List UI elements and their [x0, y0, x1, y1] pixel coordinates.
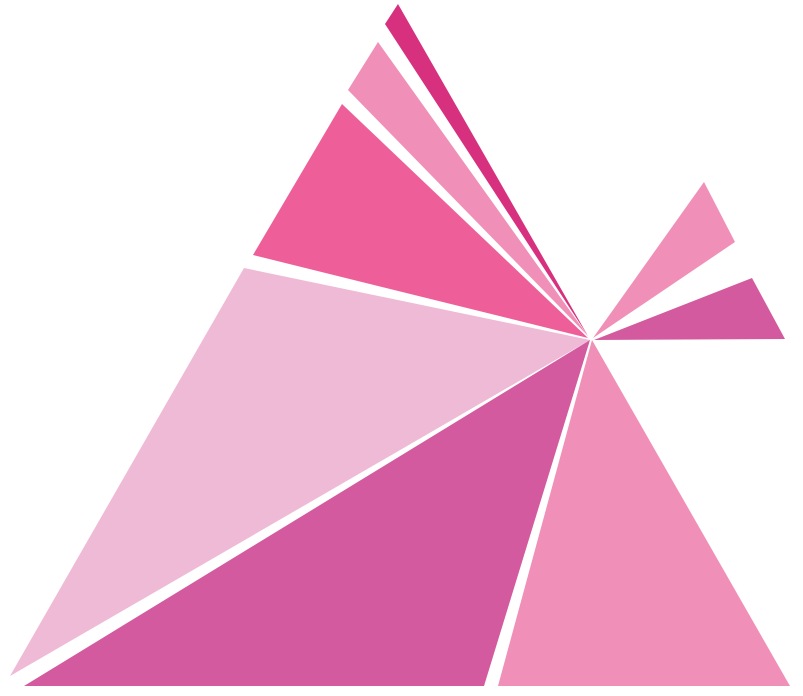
right-light-pyramid-shard [498, 340, 790, 686]
large-magenta-bottom-shard [24, 340, 590, 686]
upper-light-shard [348, 42, 588, 336]
large-pale-left-shard [10, 268, 590, 676]
upper-hot-pink-shard [253, 104, 588, 338]
small-right-lower-shard [594, 278, 785, 340]
top-sliver-shard [385, 4, 588, 336]
small-right-upper-shard [593, 182, 735, 338]
